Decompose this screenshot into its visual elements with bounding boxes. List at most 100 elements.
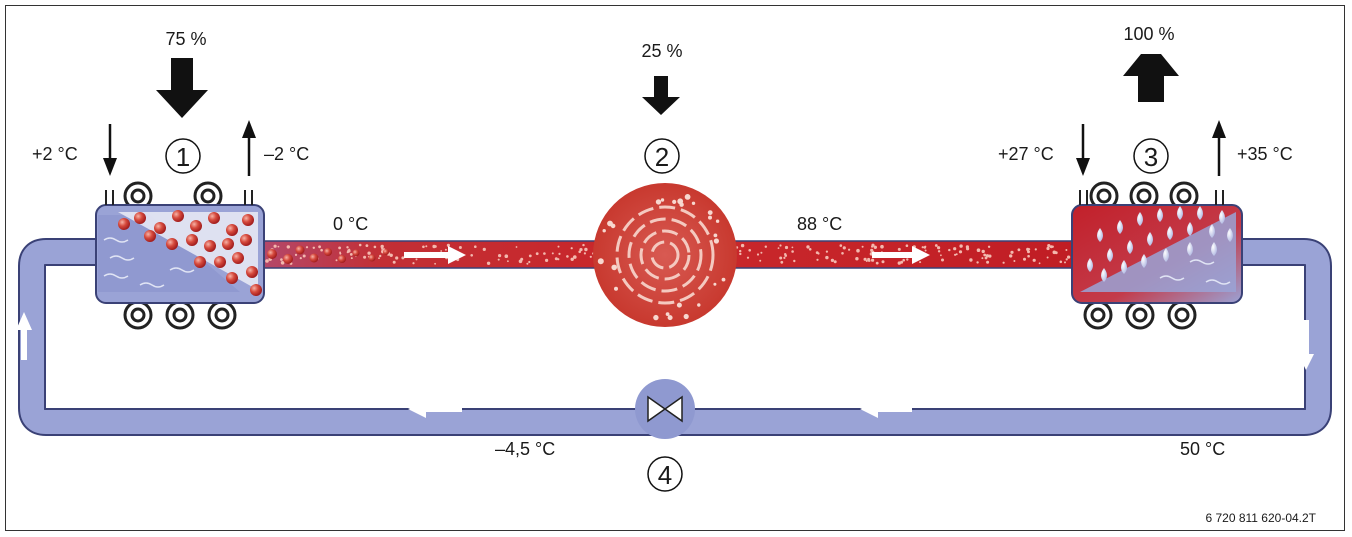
- pipe-particle: [919, 261, 922, 264]
- liquid-temp: 50 °C: [1180, 439, 1225, 459]
- pipe-particle: [1067, 255, 1071, 259]
- pipe-particle: [948, 248, 951, 252]
- pipe-particle: [816, 258, 819, 261]
- pipe-particle: [346, 246, 349, 249]
- pipe-particle: [497, 258, 500, 261]
- refrigerant-bubble: [226, 224, 238, 236]
- condensate-drop: [1157, 208, 1163, 222]
- pipe-particle: [783, 256, 786, 259]
- pipe-particle: [855, 257, 859, 261]
- pipe-particle: [566, 255, 569, 258]
- refrigerant-bubble: [186, 234, 198, 246]
- pipe-particle: [1017, 248, 1021, 252]
- compressor-particle: [607, 220, 613, 227]
- energy-arrows: [156, 54, 1179, 118]
- pipe-particle: [793, 259, 796, 263]
- refrigerant-bubble: [144, 230, 156, 242]
- refrigerant-bubble: [232, 252, 244, 264]
- pipe-particle: [987, 245, 991, 248]
- stage-3-number: 3: [1144, 142, 1158, 172]
- condensate-drop: [1197, 206, 1203, 220]
- pipe-particle: [1010, 250, 1014, 254]
- refrigerant-bubble: [134, 212, 146, 224]
- pipe-particle: [570, 257, 574, 261]
- pipe-particle: [955, 253, 958, 256]
- pipe-particle: [780, 260, 784, 264]
- condensate-drop: [1141, 254, 1147, 268]
- condensate-drop: [1097, 228, 1103, 242]
- pipe-particle: [363, 255, 367, 259]
- pipe-particle: [740, 243, 745, 248]
- pipe-particle: [880, 244, 884, 249]
- refrigerant-bubble: [118, 218, 130, 230]
- pipe-particle: [434, 245, 437, 248]
- refrigerant-bubble: [172, 210, 184, 222]
- vapor-bubble: [309, 253, 319, 263]
- refrigerant-bubble: [214, 256, 226, 268]
- pipe-particle: [498, 254, 502, 258]
- flow-arrows: [16, 246, 1314, 418]
- pipe-particle: [470, 254, 474, 257]
- pipe-particle: [1065, 258, 1068, 261]
- compressor-particle: [691, 201, 696, 205]
- compressor-particle: [677, 198, 684, 205]
- pipe-particle: [817, 252, 820, 255]
- pipe-particle: [867, 259, 871, 262]
- pipe-particle: [378, 257, 380, 260]
- pipe-particle: [842, 246, 846, 250]
- pipe-particle: [760, 251, 763, 254]
- pipe-particle: [277, 245, 280, 248]
- pipe-particle: [1065, 249, 1068, 251]
- pipe-particle: [507, 260, 509, 263]
- condensate-drop: [1117, 220, 1123, 234]
- pipe-particle: [412, 262, 415, 265]
- pipe-particle: [551, 252, 554, 255]
- pipe-particle: [825, 255, 829, 260]
- refrigerant-bubble: [190, 220, 202, 232]
- compressor-particle: [614, 286, 618, 291]
- pipe-particle: [434, 262, 436, 265]
- compressor-particle: [611, 264, 617, 271]
- pipe-particle: [953, 247, 957, 251]
- pipe-particle: [958, 250, 963, 254]
- pipe-particle: [526, 262, 529, 265]
- pipe-particle: [1013, 260, 1016, 262]
- pipe-particle: [841, 252, 844, 255]
- pipe-particle: [825, 250, 829, 253]
- vapor-bubble: [383, 249, 389, 255]
- pipe-particle: [367, 251, 371, 255]
- pipe-particle: [589, 255, 592, 258]
- compressor-particle: [672, 199, 677, 204]
- pipe-particle: [937, 250, 941, 253]
- pipe-particle: [515, 246, 518, 248]
- pipe-particle: [474, 245, 477, 248]
- pipe-particle: [873, 245, 877, 249]
- pipe-particle: [583, 252, 587, 255]
- pipe-particle: [806, 245, 810, 249]
- condensate-drop: [1167, 226, 1173, 240]
- diagram-frame: [5, 5, 1345, 531]
- pipe-particle: [557, 258, 560, 261]
- pipe-particle: [318, 245, 321, 249]
- vapor-bubble: [295, 245, 305, 255]
- pipe-particle: [863, 257, 867, 261]
- pipe-particle: [415, 258, 418, 261]
- pipe-particle: [808, 248, 812, 251]
- pipe-particle: [381, 247, 384, 250]
- condenser-outlet-temp: +35 °C: [1237, 144, 1293, 164]
- pipe-particle: [425, 245, 428, 248]
- compressor-particle: [597, 258, 604, 265]
- pipe-particle: [543, 252, 546, 255]
- condensate-drop: [1209, 224, 1215, 238]
- medium-arrows: [103, 120, 1226, 176]
- pipe-particle: [1002, 261, 1005, 264]
- pipe-particle: [365, 244, 369, 248]
- pipe-particle: [777, 247, 780, 250]
- pipe-particle: [305, 246, 309, 249]
- pipe-particle: [1049, 245, 1053, 249]
- compressor-particle: [715, 219, 720, 223]
- vapor-bubble: [338, 255, 346, 263]
- pipe-particle: [856, 248, 860, 253]
- pipe-particle: [965, 245, 970, 249]
- pipe-particle: [906, 258, 909, 261]
